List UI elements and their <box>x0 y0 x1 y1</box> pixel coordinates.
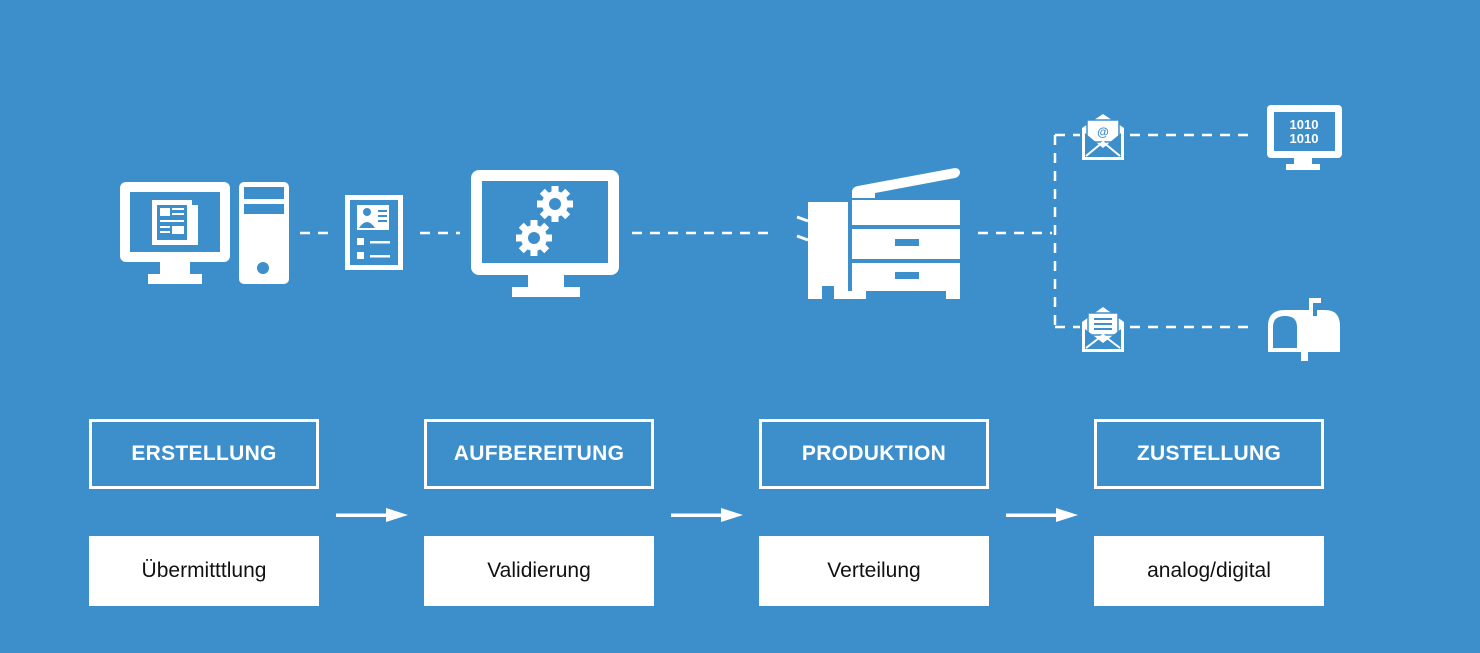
document-id-icon <box>345 195 403 270</box>
stage-title-box: PRODUKTION <box>759 419 989 489</box>
stage-title-box: ERSTELLUNG <box>89 419 319 489</box>
arrow-right-icon <box>671 508 743 522</box>
monitor-newspaper-icon <box>120 182 230 284</box>
stage-subtitle-box: analog/digital <box>1094 536 1324 606</box>
mailbox-icon <box>1268 298 1340 361</box>
stage-subtitle-box: Validierung <box>424 536 654 606</box>
email-at-symbol: @ <box>1097 125 1109 139</box>
monitor-gears-icon <box>471 170 619 297</box>
stage-title: PRODUKTION <box>801 442 947 465</box>
stage-subtitle-box: Übermitttlung <box>89 536 319 606</box>
stage-title-box: AUFBEREITUNG <box>424 419 654 489</box>
arrow-right-icon <box>1006 508 1078 522</box>
binary-line-2: 1010 <box>1290 131 1319 146</box>
stage-title-box: ZUSTELLUNG <box>1094 419 1324 489</box>
stage-title: ZUSTELLUNG <box>1136 442 1282 465</box>
printer-copier-icon <box>796 168 960 299</box>
stage-subtitle: Verteilung <box>827 559 921 582</box>
gear-icon <box>516 220 552 256</box>
pc-tower-icon <box>239 182 289 284</box>
monitor-binary-icon: 1010 1010 <box>1267 105 1342 170</box>
arrow-right-icon <box>336 508 408 522</box>
gear-icon <box>537 186 573 222</box>
stage-subtitle: analog/digital <box>1147 559 1271 582</box>
stage-title: ERSTELLUNG <box>131 442 277 465</box>
email-envelope-icon: @ <box>1082 114 1124 160</box>
stage-subtitle: Übermitttlung <box>141 559 267 582</box>
binary-line-1: 1010 <box>1290 117 1319 132</box>
letter-envelope-icon <box>1082 307 1124 352</box>
stage-subtitle: Validierung <box>487 559 591 582</box>
stage-title: AUFBEREITUNG <box>453 442 625 465</box>
stage-subtitle-box: Verteilung <box>759 536 989 606</box>
